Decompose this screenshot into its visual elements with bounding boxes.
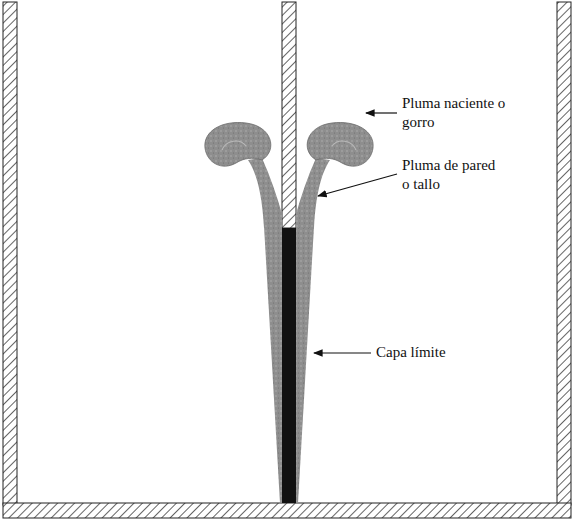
plume [205, 123, 282, 228]
plume [296, 123, 373, 228]
leader-arrow [314, 352, 371, 353]
left-wall [3, 2, 17, 505]
callout-label: Pluma naciente o gorro [402, 94, 506, 132]
boundary-layer [296, 226, 314, 503]
bottom-wall [3, 503, 571, 518]
callout-label: Pluma de pared o tallo [402, 156, 506, 194]
partition-wall [282, 2, 296, 228]
callout-label: Capa límite [376, 343, 516, 362]
heated-plate [282, 228, 296, 503]
boundary-layer [264, 226, 282, 503]
leader-arrow [366, 112, 397, 113]
right-wall [557, 2, 571, 505]
leader-arrow [318, 174, 397, 196]
